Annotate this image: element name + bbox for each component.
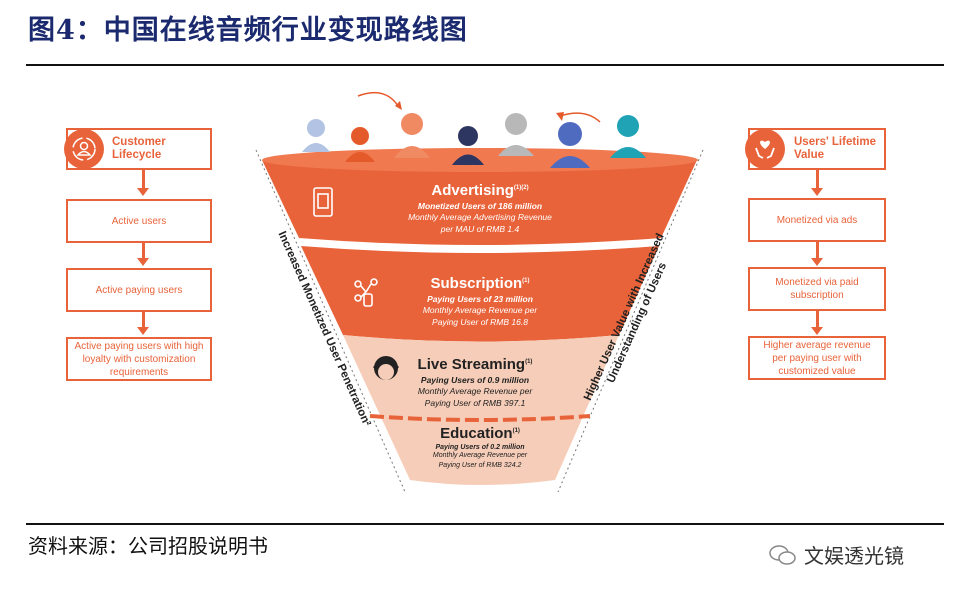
tier-detail: Monthly Average Revenue per Paying User …: [422, 305, 538, 327]
wechat-icon: [769, 544, 796, 565]
arrow-down-icon: [811, 170, 823, 196]
value-step: Higher average revenue per paying user w…: [748, 336, 886, 380]
arrow-down-icon: [811, 242, 823, 266]
tier-highlight: Paying Users of 23 million: [427, 294, 533, 304]
funnel-label-advertising: Advertising(1)(2) Monetized Users of 186…: [360, 182, 600, 235]
watermark: 文娱透光镜: [768, 540, 904, 569]
source-note: 资料来源：公司招股说明书: [28, 534, 268, 558]
arrow-down-icon: [137, 312, 149, 335]
live-host-headset-icon: [373, 356, 399, 380]
right-dotted-guide: [557, 149, 704, 493]
arrow-down-icon: [137, 243, 149, 266]
tier-highlight: Paying Users of 0.9 million: [420, 375, 530, 385]
funnel-label-education: Education(1) Paying Users of 0.2 million…: [380, 425, 580, 471]
curved-arrow-icon: [357, 91, 399, 107]
lifecycle-step: Active paying users with high loyalty wi…: [66, 337, 212, 381]
tier-name: Education: [440, 425, 513, 442]
funnel-top: [262, 148, 698, 172]
tier-note: (1): [525, 359, 533, 365]
arrow-down-icon: [811, 311, 823, 335]
figure-title: 图4：中国在线音频行业变现路线图: [28, 15, 468, 46]
lifecycle-step: Active users: [66, 199, 212, 243]
user-heads-icons: [302, 113, 646, 168]
heart-hands-icon: [745, 129, 785, 169]
tier-note: (1)(2): [513, 185, 529, 191]
customer-lifecycle-icon: [64, 129, 104, 169]
left-dotted-guide: [255, 149, 406, 493]
bottom-divider: [26, 523, 944, 525]
touch-network-icon: [354, 278, 378, 307]
tier-name: Advertising: [431, 182, 514, 199]
tier-name: Live Streaming: [417, 356, 526, 373]
tier-detail: Monthly Average Revenue per Paying User …: [417, 386, 533, 408]
funnel-label-subscription: Subscription(1) Paying Users of 23 milli…: [360, 275, 600, 328]
arrow-down-icon: [137, 170, 149, 196]
tier-name: Subscription: [430, 275, 523, 292]
funnel-advertising: [262, 160, 697, 245]
tier-detail: Monthly Average Advertising Revenue per …: [408, 212, 552, 234]
lifecycle-step: Active paying users: [66, 268, 212, 312]
tier-highlight: Paying Users of 0.2 million: [435, 444, 525, 451]
tier-note: (1): [522, 278, 530, 284]
funnel-paid-section: [343, 335, 619, 485]
top-divider: [26, 64, 944, 66]
watermark-text: 文娱透光镜: [804, 544, 904, 568]
tier-highlight: Monetized Users of 186 million: [417, 201, 543, 211]
tablet-ad-icon: [313, 187, 333, 217]
curved-arrow-icon: [559, 112, 601, 123]
dashed-separator: [369, 414, 591, 422]
funnel-subscription: [301, 246, 659, 342]
tier-note: (1): [512, 428, 520, 434]
value-step: Monetized via paid subscription: [748, 267, 886, 311]
tier-detail: Monthly Average Revenue per Paying User …: [432, 452, 528, 469]
funnel-label-live-streaming: Live Streaming(1) Paying Users of 0.9 mi…: [370, 356, 580, 409]
value-step: Monetized via ads: [748, 198, 886, 242]
